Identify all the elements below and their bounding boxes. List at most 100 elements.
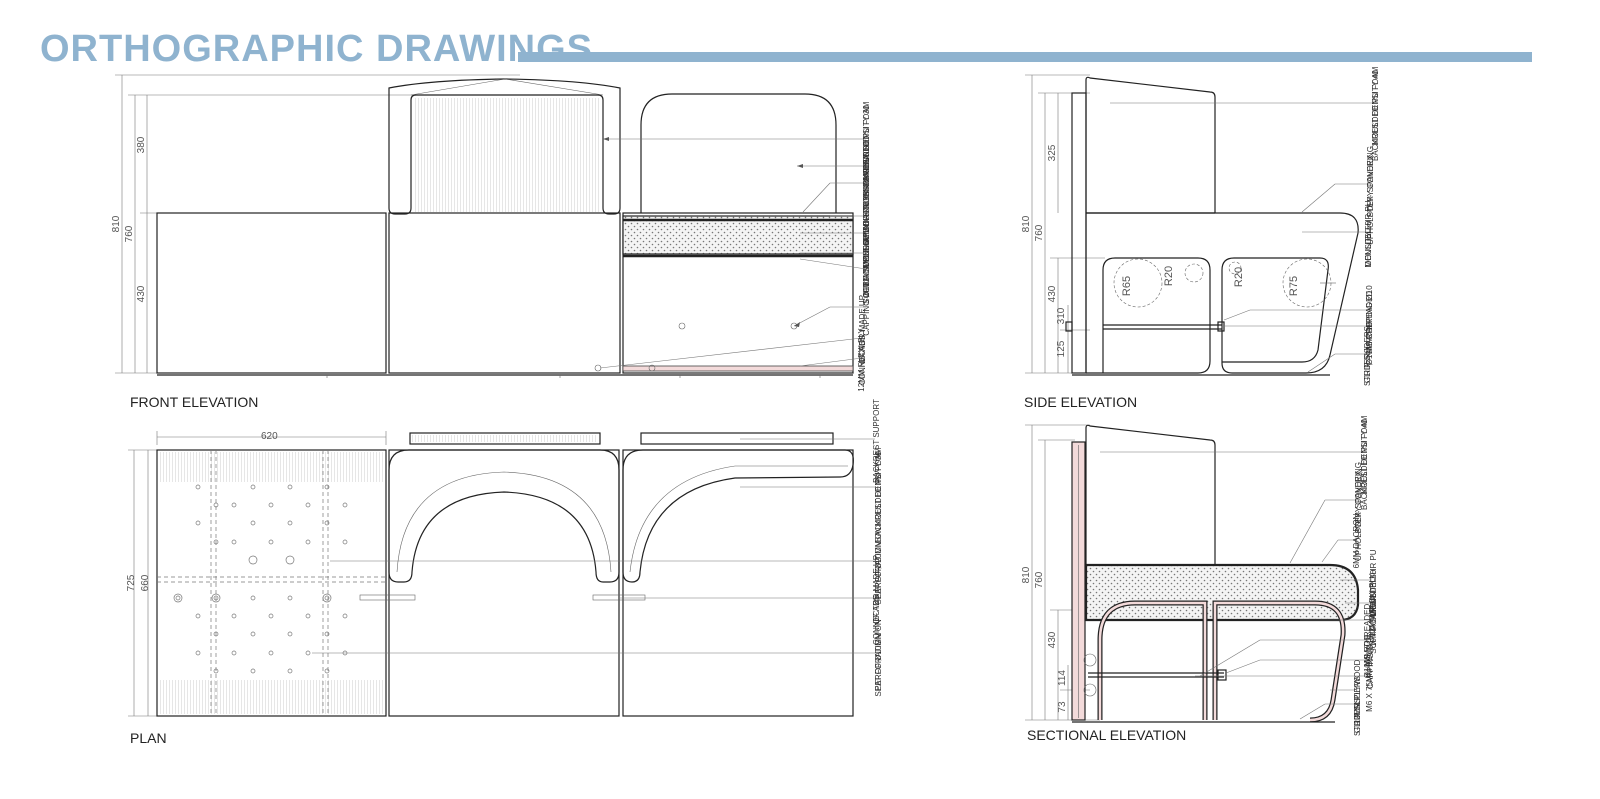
annotation-label: CAPPING Ø10 [1365,285,1374,339]
annotation-label: MOULDED PU FOAM [1360,415,1369,494]
annotation-label: 10MM SUPER [1369,595,1378,647]
annotation-label: MS ROD [1363,634,1372,666]
annotation-label: 10MM SUPER [862,245,871,297]
annotation-label: PERFORATION ON [874,527,883,599]
perforation-hole [305,539,311,545]
dimension-label: 660 [140,574,151,591]
annotation-label: POLY- SPANDEX [1354,470,1363,533]
dimension-label: 760 [1034,224,1045,241]
annotation-label: SEAT OF Ø20MM [874,540,883,604]
annotation-label: BACKREST DENSITY 40 [1371,70,1380,161]
annotation-label: MS ROD [1365,321,1374,353]
dimension-label: 725 [126,574,137,591]
dimension-label: 810 [1021,215,1032,232]
annotation-label: MOULDED HR PU [1364,200,1373,267]
dimension-label: 810 [111,215,122,232]
perforation-hole [287,631,293,637]
annotation-label: BACKREST DENSITY 40 [1360,419,1369,510]
annotation-label: BACKREST DENSITY 30 [862,105,871,196]
annotation-label: 12MM FLEXI PLY [862,223,871,287]
perforation-hole [342,613,348,619]
perforation-hole-large [211,593,221,603]
perforation-hole [213,631,219,637]
annotation-label: CAPPING Ø10 [862,282,871,336]
perforation-hole-large [322,593,332,603]
radius-label: R20 [1163,266,1175,286]
dimension-label: 380 [136,136,147,153]
annotation-label: MOULDED HR PU [1369,549,1378,616]
annotation-label: 6MM DACRON [862,190,871,245]
perforation-hole [195,613,201,619]
annotation-label: DENSITY 50 [1369,569,1378,615]
perforation-hole [213,502,219,508]
annotation-label: BACKREST SUPPORT [872,399,881,483]
annotation-label: Ø10MM THREADED [1365,291,1374,366]
annotation-label: SOFT FOAM [1369,607,1378,654]
perforation-hole [287,484,293,490]
perforation-hole [213,595,219,601]
annotation-label: Ø10MM THREADED [1363,604,1372,679]
perforation-hole [231,650,237,656]
radius-label: R20 [1233,267,1245,287]
perforation-hole [250,595,256,601]
annotation-label: UPHOLSTERY COVERING [1354,462,1363,561]
annotation-label: MOULDED PU FOAM [862,101,871,180]
front-elevation-title: FRONT ELEVATION [130,394,259,410]
annotation-label: 12MM FLEXI PLY [1368,573,1377,637]
perforation-hole [342,502,348,508]
perforation-hole [324,668,330,674]
perforation-hole [287,520,293,526]
perforation-hole-large [285,555,295,565]
perforation-hole [342,539,348,545]
annotation-label: 19MM PLYWOOD [862,135,871,200]
sectional-elevation-title: SECTIONAL ELEVATION [1027,727,1187,743]
annotation-label: 12MM PLYWOOD [1353,659,1362,724]
perforation-hole [287,595,293,601]
dimension-label: 430 [136,285,147,302]
dimension-label: 760 [124,225,135,242]
annotation-label: MOULDED PU FOAM [874,447,883,526]
side-elevation-drawing [1025,74,1374,376]
perforation-hole-large [248,555,258,565]
perforation-hole [213,668,219,674]
perforation-hole [324,484,330,490]
side-elevation-title: SIDE ELEVATION [1024,394,1138,410]
annotation-label: GLIDERS [1353,698,1362,733]
front-elevation-drawing [115,74,867,378]
annotation-label: MOULDED PU FOAM [1371,66,1380,145]
perforation-hole-large [173,593,183,603]
annotation-label: STRIP SLIDERS [1353,676,1362,736]
dimension-label: 760 [1034,571,1045,588]
dimension-label: 325 [1047,144,1058,161]
perforation-hole [268,613,274,619]
dimension-label: 125 [1056,340,1067,357]
dimension-label: 430 [1047,285,1058,302]
perforation-hole [324,595,330,601]
perforation-hole [231,613,237,619]
plan-drawing [128,431,875,717]
sectional-elevation-drawing [1025,424,1372,723]
perforation-hole [268,650,274,656]
perforation-hole [195,520,201,526]
radius-label: R75 [1288,276,1300,296]
perforation-hole [231,502,237,508]
annotation-label: PERFORATION ON [874,619,883,691]
perforation-hole [250,484,256,490]
annotation-label: SOFT FOAM [862,257,871,304]
perforation-hole [213,539,219,545]
annotation-label: UPHOLSTERY COVERING [1366,146,1375,245]
annotation-label: 6MM DACRON [1352,513,1361,568]
annotation-label: POLY- SPANDEX [1366,154,1375,217]
dimension-label: 430 [1047,631,1058,648]
radius-label: R65 [1121,276,1133,296]
title-underline-bar [518,52,1532,62]
annotation-label: BACKREST DENSITY 30 [874,451,883,542]
perforation-hole [287,668,293,674]
perforation-hole [250,668,256,674]
perforation-hole [250,631,256,637]
perforation-hole [268,539,274,545]
annotation-label: DENSITY 50 [862,221,871,267]
annotation-label: SEAT OF Ø10MM [874,632,883,696]
